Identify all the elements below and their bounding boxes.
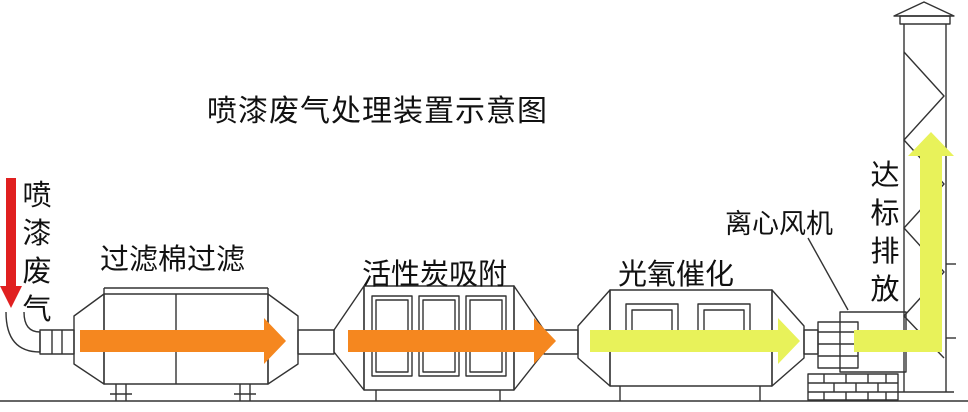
connector-duct-1 bbox=[297, 329, 335, 355]
fan-label: 离心风机 bbox=[725, 209, 833, 240]
flow-arrow-1 bbox=[80, 318, 286, 364]
photo-oxidation-unit bbox=[577, 289, 805, 401]
fan-brick-base bbox=[807, 373, 899, 401]
stage-label-photo-oxidation: 光氧催化 bbox=[618, 257, 735, 291]
diagram-title: 喷漆废气处理装置示意图 bbox=[207, 94, 548, 129]
exhaust-flow-arrow bbox=[854, 132, 954, 352]
outlet-label: 达标排放 bbox=[870, 158, 900, 306]
inlet-arrow bbox=[0, 178, 22, 308]
stage-label-activated-carbon: 活性炭吸附 bbox=[362, 257, 508, 291]
fan-leader-line bbox=[807, 237, 849, 311]
flow-arrow-2 bbox=[348, 318, 556, 364]
connector-duct-3 bbox=[803, 329, 819, 355]
inlet-label: 喷漆废气 bbox=[22, 178, 52, 326]
flow-arrow-3 bbox=[590, 318, 800, 364]
stage-label-filter-cotton: 过滤棉过滤 bbox=[100, 242, 246, 276]
